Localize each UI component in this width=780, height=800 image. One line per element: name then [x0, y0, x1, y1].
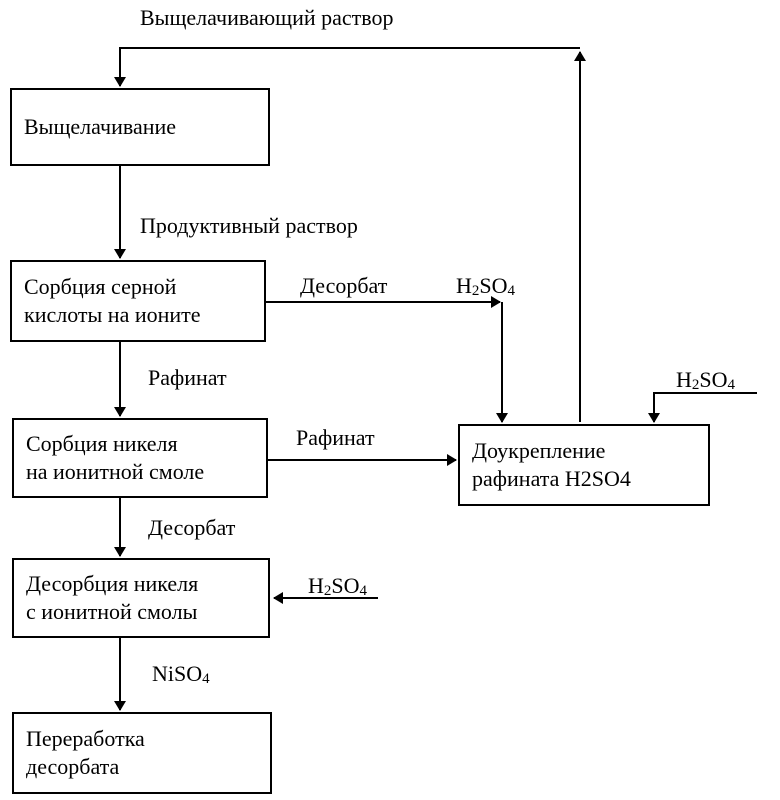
- recycle-line: [114, 47, 580, 87]
- label-desorbate-2: Десорбат: [148, 515, 236, 540]
- box-sorption-nickel: Сорбция никеля на ионитной смоле: [12, 418, 268, 498]
- box-sorption-nickel-label: Сорбция никеля на ионитной смоле: [26, 431, 205, 484]
- box-reinforcement-label: Доукрепление рафината H2SO4: [472, 438, 631, 491]
- label-niso4: NiSO4: [152, 661, 210, 688]
- label-h2so4-right: H2SO4: [676, 367, 736, 394]
- box-processing-label: Переработка десорбата: [26, 726, 145, 779]
- label-productive-solution: Продуктивный раствор: [140, 213, 358, 238]
- box-sorption-acid-label: Сорбция серной кислоты на ионите: [24, 274, 201, 327]
- arrow-h2so4-input-reinforcement: [648, 392, 757, 423]
- box-leaching: Выщелачивание: [10, 88, 270, 166]
- box-processing: Переработка десорбата: [12, 712, 272, 794]
- label-desorbate-1: Десорбат: [300, 273, 388, 298]
- label-h2so4-desorption: H2SO4: [308, 573, 368, 600]
- box-reinforcement: Доукрепление рафината H2SO4: [458, 424, 710, 506]
- box-desorption-nickel: Десорбция никеля с ионитной смолы: [12, 558, 270, 638]
- box-desorption-nickel-label: Десорбция никеля с ионитной смолы: [26, 571, 199, 624]
- box-sorption-acid: Сорбция серной кислоты на ионите: [10, 260, 266, 342]
- box-leaching-label: Выщелачивание: [24, 114, 177, 139]
- label-raffinate-1: Рафинат: [148, 365, 227, 390]
- label-raffinate-2: Рафинат: [296, 425, 375, 450]
- label-h2so4-top: H2SO4: [456, 273, 516, 300]
- label-leach-solution: Выщелачивающий раствор: [140, 5, 394, 30]
